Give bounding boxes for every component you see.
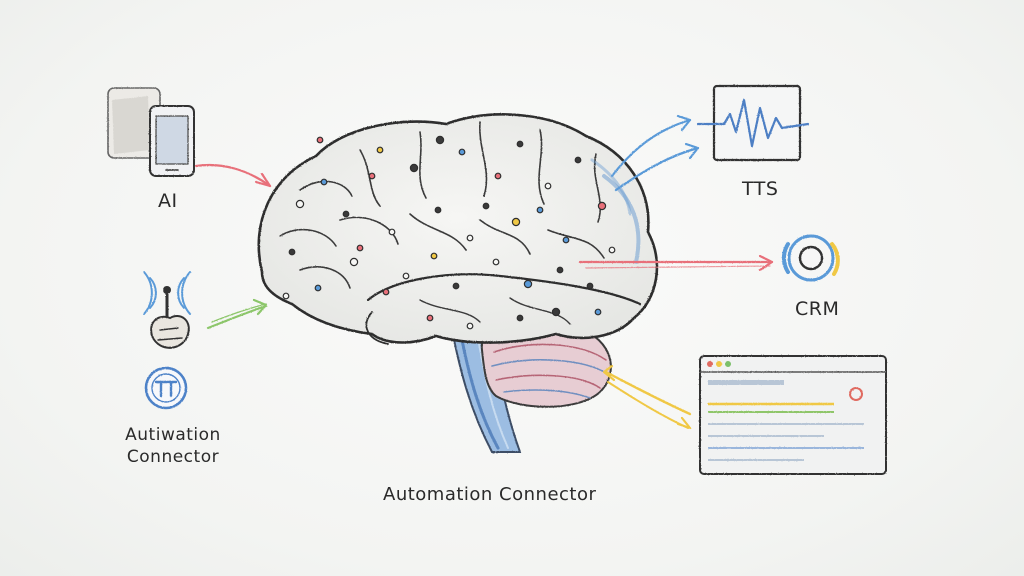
arrow-brain-to-crm [578, 254, 774, 272]
circuit-node [544, 182, 552, 190]
ai-label: AI [158, 190, 178, 212]
circuit-node [597, 201, 607, 211]
circuit-node [523, 279, 533, 289]
circuit-node [349, 257, 359, 267]
circuit-node [516, 314, 524, 322]
circuit-node [556, 266, 564, 274]
circuit-node [388, 228, 396, 236]
cerebellum [480, 321, 612, 408]
circuit-node [562, 236, 570, 244]
left-connector-label-line2: Connector [126, 447, 220, 467]
circuit-node [586, 282, 594, 290]
browser-window-icon [699, 355, 887, 475]
circuit-node [516, 140, 524, 148]
circuit-node [402, 272, 410, 280]
circuit-node [492, 258, 500, 266]
brain-circuit-nodes [282, 135, 616, 330]
circuit-node [282, 292, 290, 300]
circuit-node [426, 314, 434, 322]
waveform-icon [696, 84, 810, 162]
circuit-node [434, 206, 442, 214]
circuit-node [482, 202, 490, 210]
circuit-node [452, 282, 460, 290]
circuit-node [288, 248, 296, 256]
circuit-node [409, 163, 419, 173]
circuit-node [316, 136, 324, 144]
circuit-node [551, 307, 561, 317]
arrow-hand-to-brain [206, 298, 268, 330]
circuit-node [466, 322, 474, 330]
circuit-node [536, 206, 544, 214]
circuit-node [314, 284, 322, 292]
circuit-node [511, 217, 521, 227]
arrow-browser-brain [602, 364, 692, 430]
brain [257, 113, 659, 345]
crm-label: CRM [795, 298, 840, 320]
circle-badge-icon [144, 366, 188, 410]
wireless-hand-icon [143, 271, 191, 349]
circuit-node [320, 178, 328, 186]
circuit-node [295, 199, 305, 209]
circuit-node [574, 156, 582, 164]
circuit-node [356, 244, 364, 252]
bottom-connector-label: Automation Connector [383, 484, 597, 505]
left-connector-label: Autiwation Connector [118, 424, 228, 468]
circuit-node [342, 210, 350, 218]
arrow-phone-to-brain [194, 163, 272, 188]
circuit-node [430, 252, 438, 260]
circuit-node [376, 146, 384, 154]
circuit-node [494, 172, 502, 180]
arrow-brain-to-tts [610, 114, 700, 192]
circuit-node [608, 246, 616, 254]
circuit-node [594, 308, 602, 316]
crm-circle-icon [781, 234, 840, 282]
smartphone-icon [107, 87, 195, 177]
left-connector-label-line1: Autiwation [125, 425, 221, 445]
circuit-node [435, 135, 445, 145]
circuit-node [368, 172, 376, 180]
tts-label: TTS [742, 178, 779, 200]
circuit-node [458, 148, 466, 156]
circuit-node [382, 288, 390, 296]
circuit-node [466, 234, 474, 242]
